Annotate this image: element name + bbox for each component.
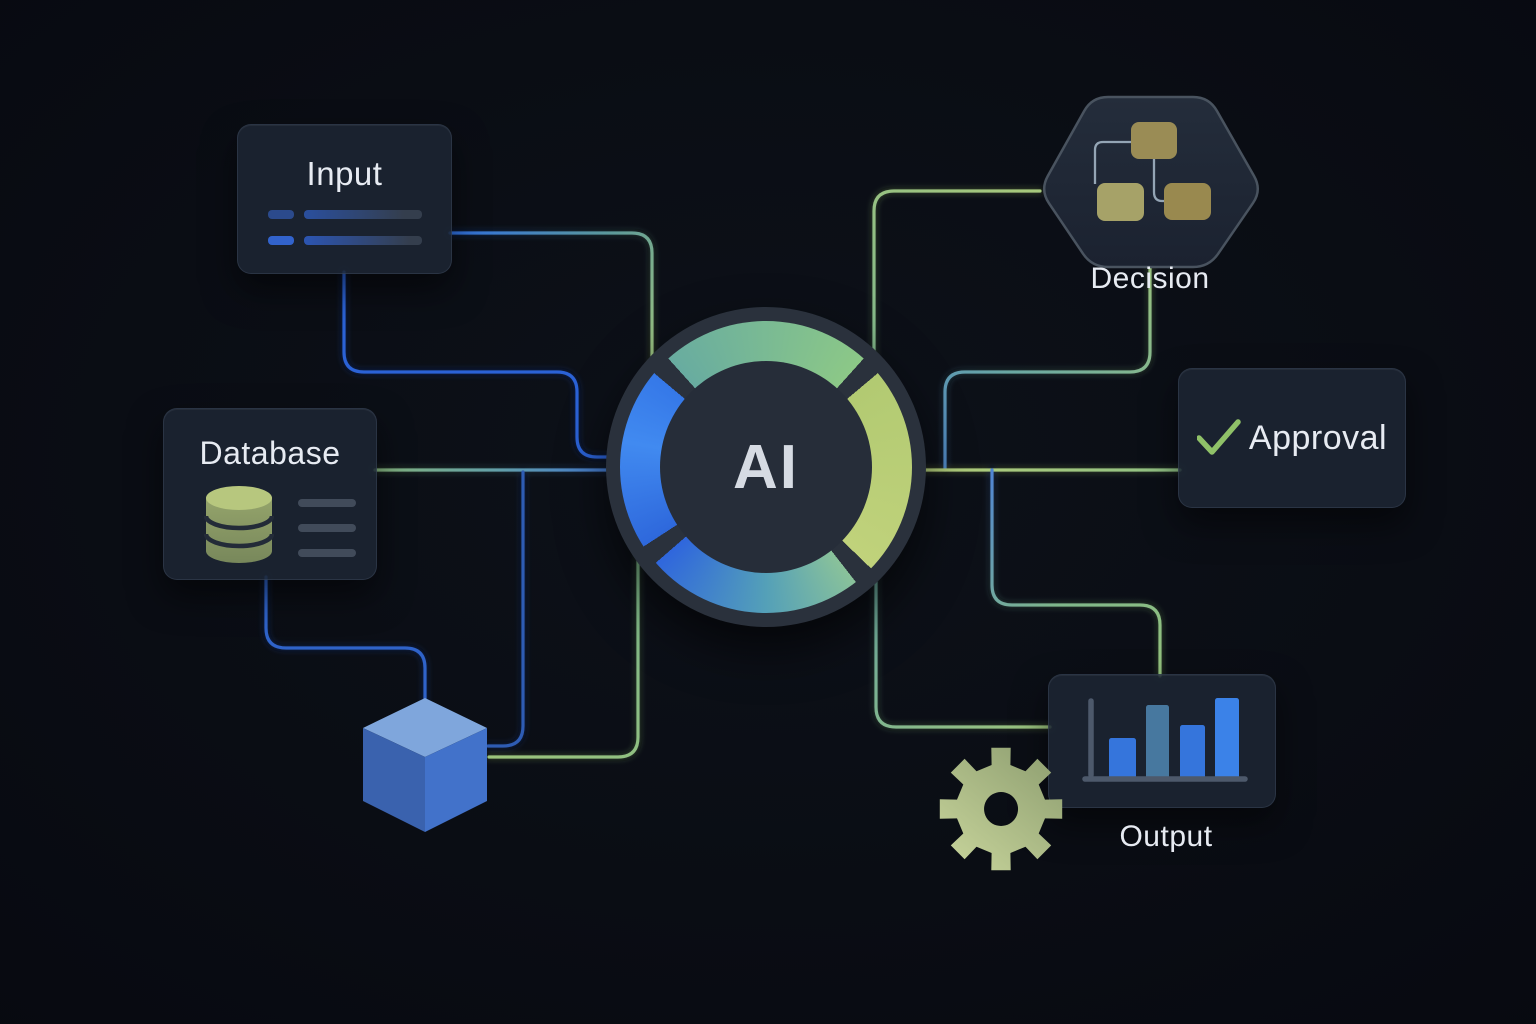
chart-axes [1082, 698, 1248, 782]
checkmark-icon [1196, 419, 1241, 455]
input-label: Input [306, 155, 383, 192]
edge-branch-to-output-top [990, 468, 1162, 678]
text-bar [304, 236, 422, 245]
edge-input-bottom-to-ai [342, 270, 644, 459]
approval-label: Approval [1248, 418, 1388, 457]
chart-bar [1180, 725, 1205, 779]
output-node [1048, 674, 1276, 808]
org-chart-icon [1093, 122, 1211, 221]
edge-ai-to-decision [872, 189, 1042, 378]
output-label: Output [1119, 820, 1213, 853]
database-label: Database [199, 435, 341, 471]
edge-input-right-to-ai [448, 231, 654, 380]
input-text-row [268, 236, 422, 245]
cube-right-face [425, 728, 487, 832]
text-bar [298, 499, 356, 507]
cube-top-face [363, 698, 487, 757]
edge-database-to-cube [264, 575, 427, 704]
chart-bar [1146, 705, 1169, 779]
decision-label: Decision [1090, 262, 1210, 295]
database-node: Database [163, 408, 377, 580]
ai-node: AI [606, 307, 926, 627]
text-bar [298, 549, 356, 557]
chart-bar [1109, 738, 1136, 779]
edge-cube-to-ai [487, 554, 640, 759]
decision-node [1042, 95, 1259, 269]
text-bar [304, 210, 422, 219]
bar-chart-icon [1082, 698, 1248, 782]
chart-bar [1215, 698, 1239, 779]
edge-cube-to-database-line [486, 470, 525, 748]
hexagon-shape [1042, 95, 1259, 269]
input-node: Input [237, 124, 452, 274]
text-chip [268, 236, 294, 245]
database-cylinder-icon [204, 486, 274, 563]
ai-label: AI [733, 432, 799, 502]
approval-node: Approval [1178, 368, 1406, 508]
edge-ai-to-output-left [874, 558, 1052, 729]
text-bar [298, 524, 356, 532]
ai-inner-disc: AI [660, 361, 872, 573]
text-chip [268, 210, 294, 219]
input-text-row [268, 210, 422, 219]
cube-left-face [363, 728, 425, 832]
cube-node [363, 698, 487, 832]
